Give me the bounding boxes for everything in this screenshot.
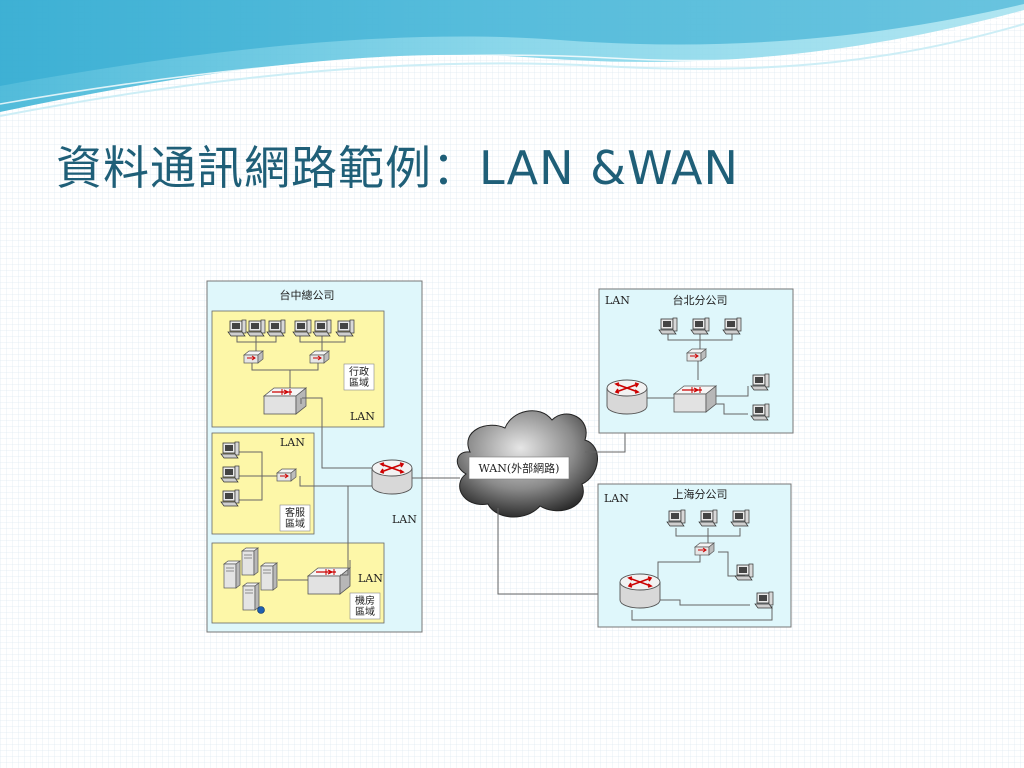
pc-icon	[335, 319, 355, 337]
pc-icon	[227, 319, 247, 337]
taipei-lan-label: LAN	[605, 294, 630, 307]
database-icon	[257, 606, 265, 614]
pc-icon	[754, 591, 774, 609]
switch-icon	[307, 567, 351, 595]
pc-icon	[220, 465, 240, 483]
switch-icon	[243, 350, 264, 364]
pc-icon	[690, 317, 710, 335]
router-icon	[606, 379, 648, 415]
pc-icon	[220, 489, 240, 507]
pc-icon	[750, 403, 770, 421]
shanghai-lan-label: LAN	[604, 492, 629, 505]
pc-icon	[666, 509, 686, 527]
pc-icon	[292, 319, 312, 337]
admin-label-line2: 區域	[349, 376, 369, 389]
pc-icon	[312, 319, 332, 337]
admin-zone: 行政 區域 LAN	[211, 310, 385, 428]
server-room-label-line1: 機房	[355, 594, 375, 607]
router-icon	[371, 459, 413, 495]
router-icon	[619, 573, 661, 609]
taipei-label: 台北分公司	[673, 293, 728, 307]
hq-router	[371, 459, 413, 495]
server-icon	[223, 560, 241, 589]
pc-icon	[722, 317, 742, 335]
page-title: 資料通訊網路範例：LAN &WAN	[56, 141, 739, 195]
shanghai-site: LAN 上海分公司	[597, 483, 792, 628]
switch-icon	[686, 348, 707, 362]
server-icon	[242, 582, 260, 611]
service-zone: LAN 客服 區域	[211, 432, 315, 535]
admin-label-line1: 行政	[349, 365, 369, 378]
hq-lan-label: LAN	[392, 513, 417, 526]
service-label-line1: 客服	[285, 506, 305, 519]
pc-icon	[750, 373, 770, 391]
switch-icon	[263, 387, 307, 415]
server-icon	[260, 562, 278, 591]
wan-label: WAN(外部網路)	[479, 461, 560, 475]
server-icon	[241, 547, 259, 576]
shanghai-label: 上海分公司	[673, 487, 728, 501]
switch-icon	[673, 385, 717, 413]
switch-icon	[309, 350, 330, 364]
header-wave-decoration	[0, 0, 1024, 117]
switch-icon	[276, 468, 297, 482]
taipei-site: LAN 台北分公司	[598, 288, 794, 434]
pc-icon	[730, 509, 750, 527]
switch-icon	[694, 542, 715, 556]
service-lan-label: LAN	[280, 436, 305, 449]
service-label-line2: 區域	[285, 517, 305, 530]
pc-icon	[266, 319, 286, 337]
pc-icon	[658, 317, 678, 335]
admin-lan-label: LAN	[350, 410, 375, 423]
pc-icon	[698, 509, 718, 527]
pc-icon	[220, 441, 240, 459]
hq-label: 台中總公司	[280, 288, 335, 302]
wan-cloud: WAN(外部網路)	[456, 410, 598, 518]
server-room-zone: LAN 機房 區域	[211, 542, 385, 624]
pc-icon	[734, 563, 754, 581]
pc-icon	[246, 319, 266, 337]
server-room-label-line2: 區域	[355, 605, 375, 618]
server-room-lan-label: LAN	[358, 572, 383, 585]
